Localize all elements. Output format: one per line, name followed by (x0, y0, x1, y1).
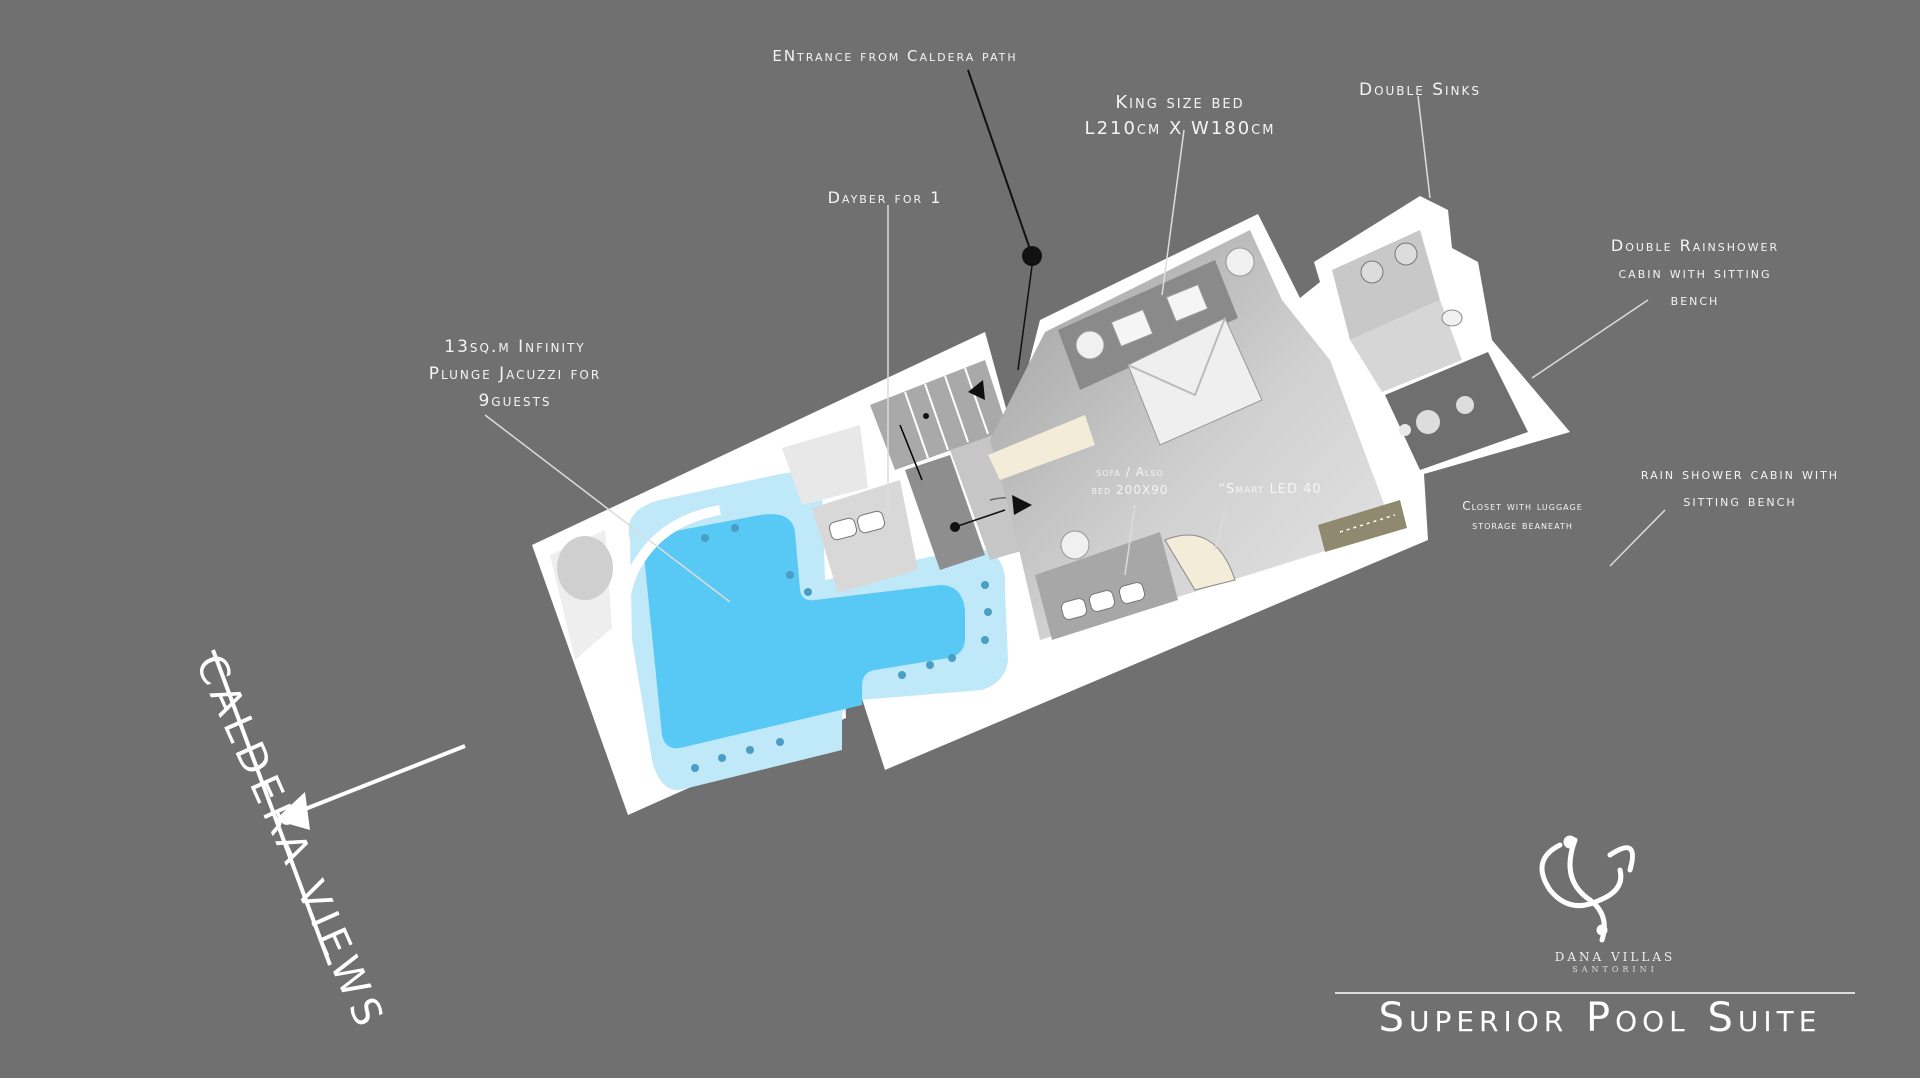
lamp-left (1075, 330, 1105, 360)
closet-hangers (1339, 514, 1396, 533)
pool-curve-edge (615, 505, 721, 761)
label-closet: Closet with luggage storage beaneath (1405, 497, 1640, 535)
daybed-area (812, 480, 918, 593)
label-double-sinks: Double Sinks (1300, 78, 1540, 103)
lamp-right (1225, 247, 1255, 277)
stair-treads (904, 367, 989, 459)
label-jacuzzi-line-2: Plunge Jacuzzi for (428, 364, 602, 385)
entrance-dot (1022, 246, 1042, 266)
pointer-lines (484, 95, 1666, 603)
label-smart-led: “Smart LED 40 (1190, 481, 1350, 500)
bathroom-floor (1350, 300, 1462, 392)
wardrobe-arc (1164, 534, 1236, 591)
stair-arrow (899, 424, 923, 481)
label-daybed: Dayber for 1 (770, 186, 1000, 209)
hall-path (954, 509, 1006, 528)
brand-sub: SANTORINI (1572, 965, 1658, 974)
caldera-arrow-shaft (289, 744, 466, 817)
label-king-bed: King size bed L210cm X W180cm (1030, 90, 1330, 142)
label-jacuzzi: 13sq.m Infinity Plunge Jacuzzi for 9gues… (370, 334, 660, 416)
label-sofa: sofa / Also bed 200X90 (1040, 463, 1220, 499)
label-entrance: ENtrance from Caldera path (725, 46, 1065, 68)
pillow-right (1165, 283, 1209, 323)
label-double-sinks-text: Double Sinks (1358, 80, 1481, 100)
shower-cabin (1385, 352, 1528, 470)
label-rain-shower-bench-line-2: sitting bench (1683, 491, 1797, 511)
side-table (1060, 530, 1090, 560)
pillow-left (1110, 308, 1154, 348)
label-closet-line-1: Closet with luggage (1462, 499, 1583, 513)
pool-water (644, 514, 965, 749)
page-title: Superior Pool Suite (1378, 995, 1822, 1041)
entrance-arrow (968, 380, 985, 400)
sink-right (1394, 242, 1418, 266)
title-rule (1335, 992, 1855, 994)
planter-left (557, 536, 613, 600)
planter-top (782, 425, 868, 505)
brand-name: DANA VILLAS (1554, 950, 1676, 964)
label-rain-shower-bench-line-1: rain shower cabin with (1640, 464, 1840, 483)
label-sofa-line-1: sofa / Also (1096, 465, 1164, 479)
sink-left (1360, 260, 1384, 284)
daybed (828, 510, 886, 541)
label-rainshower-line-1: Double Rainshower (1610, 236, 1780, 255)
label-jacuzzi-line-3: 9guests (478, 391, 552, 412)
entrance-path (1017, 265, 1033, 371)
caldera-arrowhead (275, 792, 310, 830)
label-rainshower-line-3: bench (1670, 290, 1720, 310)
label-sofa-line-2: bed 200X90 (1091, 483, 1169, 497)
king-bed (1127, 317, 1263, 446)
label-rainshower-line-2: cabin with sitting (1618, 263, 1772, 283)
dana-villas-logo (1539, 835, 1635, 943)
label-rainshower: Double Rainshower cabin with sitting ben… (1545, 232, 1845, 314)
hall-arrow (1012, 495, 1032, 515)
label-rain-shower-bench: rain shower cabin with sitting bench (1580, 460, 1900, 514)
label-closet-line-2: storage beaneath (1472, 518, 1573, 533)
label-king-bed-line-2: L210cm X W180cm (1084, 118, 1276, 140)
toilet (1441, 309, 1463, 327)
label-king-bed-line-1: King size bed (1115, 92, 1245, 113)
label-jacuzzi-line-1: 13sq.m Infinity (444, 337, 586, 357)
caldera-line (211, 649, 332, 966)
label-entrance-text: ENtrance from Caldera path (772, 47, 1018, 65)
desk-shelf (988, 415, 1095, 480)
stairs (870, 360, 1008, 470)
bed-fold (1127, 317, 1226, 397)
entrance-pointer (967, 69, 1033, 256)
shower-heads (1416, 396, 1474, 434)
closet (1318, 500, 1407, 552)
stair-dot-1 (923, 413, 929, 419)
pool-jets (691, 524, 992, 772)
sofa (1060, 582, 1146, 620)
label-smart-led-text: “Smart LED 40 (1218, 482, 1322, 497)
label-daybed-text: Dayber for 1 (827, 188, 943, 207)
shower-floor (1399, 424, 1411, 436)
stairs-lower (905, 455, 985, 570)
